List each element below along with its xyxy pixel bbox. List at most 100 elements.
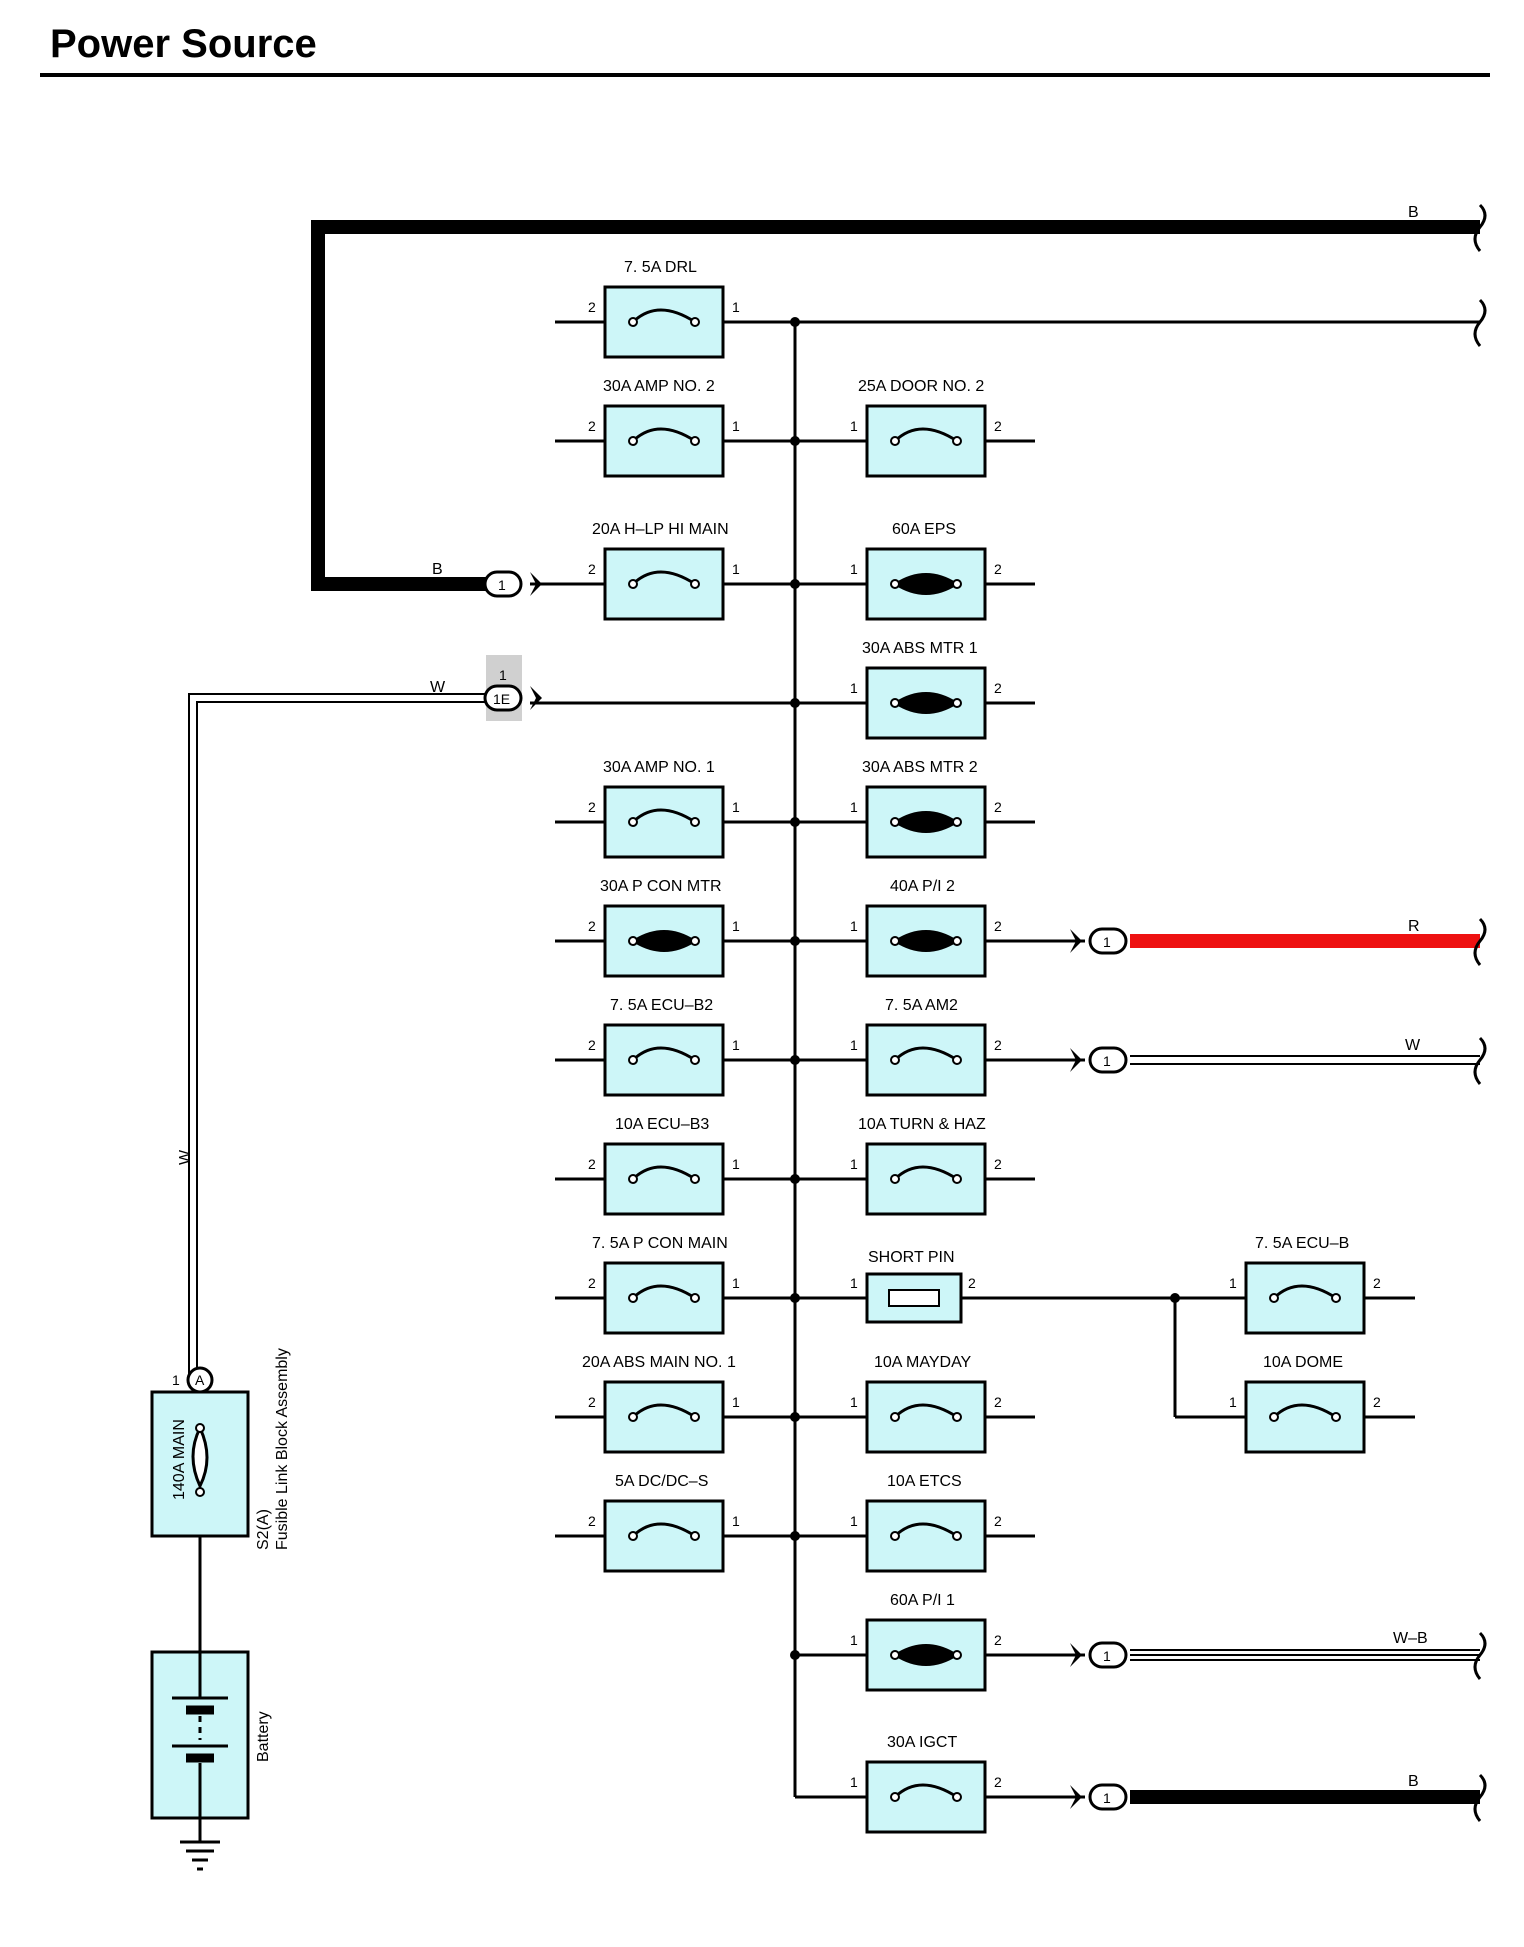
fuse-p-con-mtr: 30A P CON MTR 2 1 xyxy=(588,878,740,978)
wire-label-top-b: B xyxy=(1408,204,1419,221)
fuse-am2: 7. 5A AM2 1 2 xyxy=(850,997,1002,1097)
junction-dots xyxy=(790,317,1180,1660)
svg-text:1: 1 xyxy=(1103,1648,1111,1664)
svg-text:7. 5A ECU–B: 7. 5A ECU–B xyxy=(1255,1235,1349,1252)
svg-text:2: 2 xyxy=(994,1037,1002,1053)
svg-text:10A DOME: 10A DOME xyxy=(1263,1354,1343,1371)
svg-text:2: 2 xyxy=(994,418,1002,434)
svg-text:Battery: Battery xyxy=(255,1711,272,1762)
svg-text:60A P/I 1: 60A P/I 1 xyxy=(890,1592,955,1609)
fuse-abs-main-1: 20A ABS MAIN NO. 1 2 1 xyxy=(582,1354,740,1454)
fuse-ecu-b: 7. 5A ECU–B 1 2 xyxy=(1229,1235,1381,1335)
svg-text:7. 5A P CON MAIN: 7. 5A P CON MAIN xyxy=(592,1235,728,1252)
svg-text:40A P/I 2: 40A P/I 2 xyxy=(890,878,955,895)
connector-1-b: 1 xyxy=(483,570,542,598)
short-pin: SHORT PIN 1 2 xyxy=(850,1249,976,1324)
wire-w-outer xyxy=(188,693,490,1380)
wire-label-r: R xyxy=(1408,918,1420,935)
svg-text:2: 2 xyxy=(588,1513,596,1529)
wire-label-w: W xyxy=(1405,1037,1421,1054)
fuse-dc-dc-s: 5A DC/DC–S 2 1 xyxy=(588,1473,740,1573)
connector-out-b: 1 xyxy=(1070,1783,1128,1811)
svg-text:7. 5A AM2: 7. 5A AM2 xyxy=(885,997,958,1014)
svg-text:25A DOOR NO. 2: 25A DOOR NO. 2 xyxy=(858,378,984,395)
svg-text:10A ETCS: 10A ETCS xyxy=(887,1473,962,1490)
svg-text:30A ABS MTR 1: 30A ABS MTR 1 xyxy=(862,640,978,657)
fusible-link-140a-main: A 1 140A MAIN S2(A) Fusible Link Block A… xyxy=(150,1348,291,1550)
svg-text:2: 2 xyxy=(588,299,596,315)
svg-text:2: 2 xyxy=(588,561,596,577)
svg-text:SHORT PIN: SHORT PIN xyxy=(868,1249,955,1266)
fuse-etcs: 10A ETCS 1 2 xyxy=(850,1473,1002,1573)
svg-text:1: 1 xyxy=(850,799,858,815)
svg-text:1: 1 xyxy=(1103,1790,1111,1806)
svg-text:1: 1 xyxy=(850,1513,858,1529)
svg-text:1: 1 xyxy=(850,918,858,934)
svg-text:30A AMP NO. 2: 30A AMP NO. 2 xyxy=(603,378,715,395)
svg-text:2: 2 xyxy=(994,799,1002,815)
svg-text:1: 1 xyxy=(732,299,740,315)
svg-text:1: 1 xyxy=(732,1513,740,1529)
svg-text:1: 1 xyxy=(732,799,740,815)
svg-text:1: 1 xyxy=(850,561,858,577)
svg-text:2: 2 xyxy=(994,1774,1002,1790)
break-symbols xyxy=(1473,203,1487,1822)
fuse-pi-2: 40A P/I 2 1 2 xyxy=(850,878,1002,978)
svg-text:1: 1 xyxy=(499,667,507,683)
svg-text:20A ABS MAIN NO. 1: 20A ABS MAIN NO. 1 xyxy=(582,1354,736,1371)
svg-text:30A ABS MTR 2: 30A ABS MTR 2 xyxy=(862,759,978,776)
connector-out-r: 1 xyxy=(1070,927,1128,955)
fuse-abs-mtr-1: 30A ABS MTR 1 1 2 xyxy=(850,640,1002,740)
svg-text:S2(A): S2(A) xyxy=(255,1509,272,1550)
wire-label-left-w: W xyxy=(430,679,446,696)
svg-text:1: 1 xyxy=(732,1394,740,1410)
fuse-label: 7. 5A DRL xyxy=(624,259,697,276)
svg-text:30A P CON MTR: 30A P CON MTR xyxy=(600,878,722,895)
svg-text:1: 1 xyxy=(1229,1275,1237,1291)
svg-text:2: 2 xyxy=(1373,1275,1381,1291)
svg-text:20A H–LP HI MAIN: 20A H–LP HI MAIN xyxy=(592,521,729,538)
svg-text:1: 1 xyxy=(850,1275,858,1291)
svg-text:1E: 1E xyxy=(493,691,510,707)
battery: Battery xyxy=(150,1650,272,1820)
svg-text:1: 1 xyxy=(850,680,858,696)
wire-w-inner xyxy=(190,695,490,1380)
svg-text:2: 2 xyxy=(994,1156,1002,1172)
svg-text:2: 2 xyxy=(588,1275,596,1291)
fuse-door2: 25A DOOR NO. 2 1 2 xyxy=(850,378,1002,478)
svg-text:1: 1 xyxy=(732,1275,740,1291)
fuse-p-con-main: 7. 5A P CON MAIN 2 1 xyxy=(588,1235,740,1335)
svg-text:30A AMP NO. 1: 30A AMP NO. 1 xyxy=(603,759,715,776)
svg-text:30A IGCT: 30A IGCT xyxy=(887,1734,957,1751)
fuse-turn-haz: 10A TURN & HAZ 1 2 xyxy=(850,1116,1002,1216)
connector-out-w: 1 xyxy=(1070,1046,1128,1074)
fuse-drl: 7. 5A DRL 2 1 xyxy=(588,259,740,359)
fuse-amp2: 30A AMP NO. 2 2 1 xyxy=(588,378,740,478)
page-title: Power Source xyxy=(50,22,317,66)
connector-1e: 1 1E xyxy=(483,655,542,721)
svg-text:2: 2 xyxy=(968,1275,976,1291)
svg-text:2: 2 xyxy=(588,1156,596,1172)
svg-text:2: 2 xyxy=(994,918,1002,934)
svg-text:1: 1 xyxy=(498,577,506,593)
svg-text:1: 1 xyxy=(850,1774,858,1790)
svg-text:2: 2 xyxy=(994,1394,1002,1410)
fuse-igct: 30A IGCT 1 2 xyxy=(850,1734,1002,1834)
svg-text:2: 2 xyxy=(994,1632,1002,1648)
wire-b-heavy xyxy=(311,220,1480,591)
svg-text:140A MAIN: 140A MAIN xyxy=(171,1419,188,1500)
ground-icon xyxy=(180,1818,220,1871)
svg-text:2: 2 xyxy=(1373,1394,1381,1410)
fuse-pi-1: 60A P/I 1 1 2 xyxy=(850,1592,1002,1692)
svg-text:7. 5A ECU–B2: 7. 5A ECU–B2 xyxy=(610,997,713,1014)
svg-text:1: 1 xyxy=(1103,934,1111,950)
wire-label-wb: W–B xyxy=(1393,1630,1428,1647)
fuse-dome: 10A DOME 1 2 xyxy=(1229,1354,1381,1454)
wire-label-vertical-w: W xyxy=(177,1149,194,1165)
fuse-eps: 60A EPS 1 2 xyxy=(850,521,1002,621)
svg-text:1: 1 xyxy=(732,1037,740,1053)
svg-text:Fusible Link Block Assembly: Fusible Link Block Assembly xyxy=(274,1348,291,1550)
svg-text:2: 2 xyxy=(994,680,1002,696)
svg-text:A: A xyxy=(195,1372,205,1388)
